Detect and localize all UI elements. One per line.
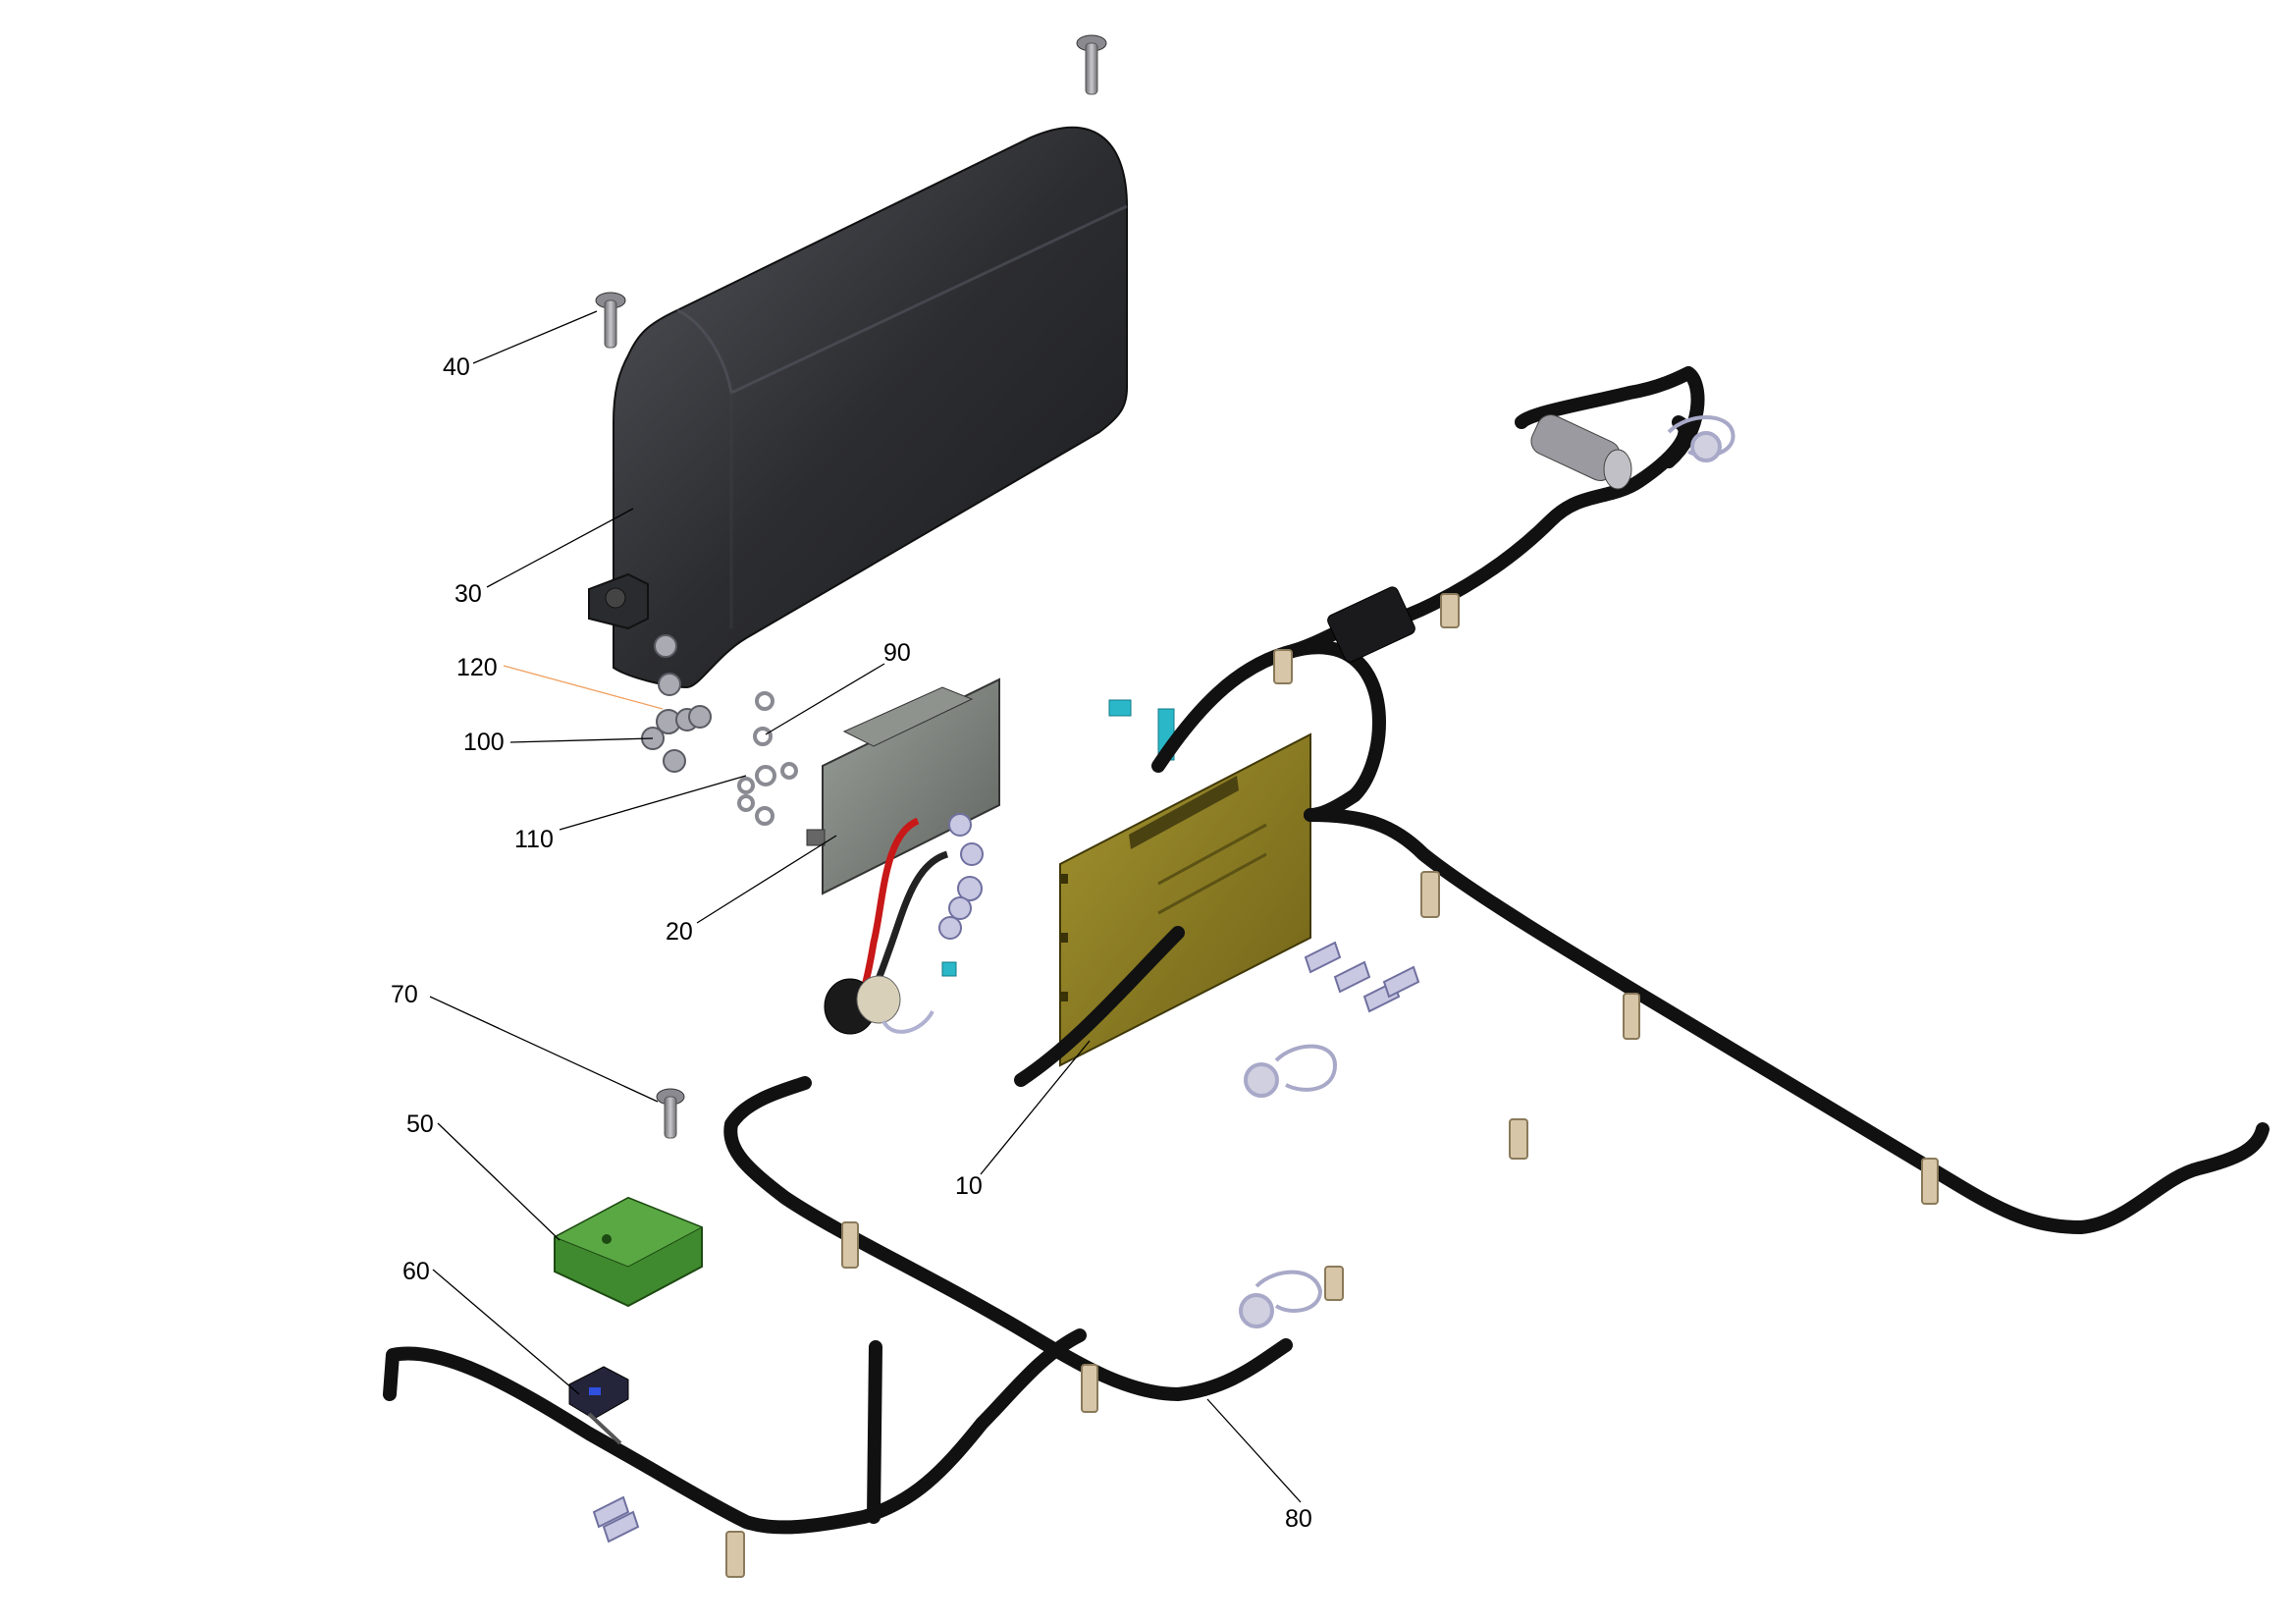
callout-110: 110: [514, 826, 554, 853]
screw-40: [595, 292, 626, 349]
callout-labels: 40 30 120 90 100 110 20 70 50 10 60 80: [391, 353, 1312, 1533]
callout-60: 60: [402, 1258, 430, 1285]
washers-90-110: [737, 691, 798, 826]
cover-housing: [588, 126, 1128, 689]
relay-50: [553, 1196, 704, 1308]
callout-50: 50: [406, 1110, 434, 1138]
leader-lines: [429, 310, 1302, 1503]
threaded-fitting: [1530, 414, 1632, 490]
callout-10: 10: [955, 1172, 983, 1200]
lamp-holders: [1239, 415, 1735, 1328]
loose-terminals: [592, 941, 1420, 1543]
grey-board-20: [806, 677, 1000, 895]
callout-40: 40: [443, 353, 470, 381]
cable-harness-80: [383, 366, 2269, 1535]
callout-70: 70: [391, 981, 418, 1008]
callout-80: 80: [1285, 1505, 1312, 1533]
jumper-small: [941, 961, 957, 977]
screw-70: [656, 1088, 685, 1139]
callout-30: 30: [454, 580, 482, 608]
cable-clips: [725, 593, 1939, 1578]
callout-120: 120: [456, 654, 498, 681]
inline-connector: [1327, 586, 1415, 663]
callout-90: 90: [883, 639, 911, 667]
callout-100: 100: [463, 729, 505, 756]
micro-switch-60: [568, 1366, 629, 1445]
screw-top: [1076, 34, 1107, 95]
nuts-100-120: [641, 634, 712, 773]
callout-20: 20: [666, 918, 693, 946]
battery-lead: [824, 813, 984, 1035]
